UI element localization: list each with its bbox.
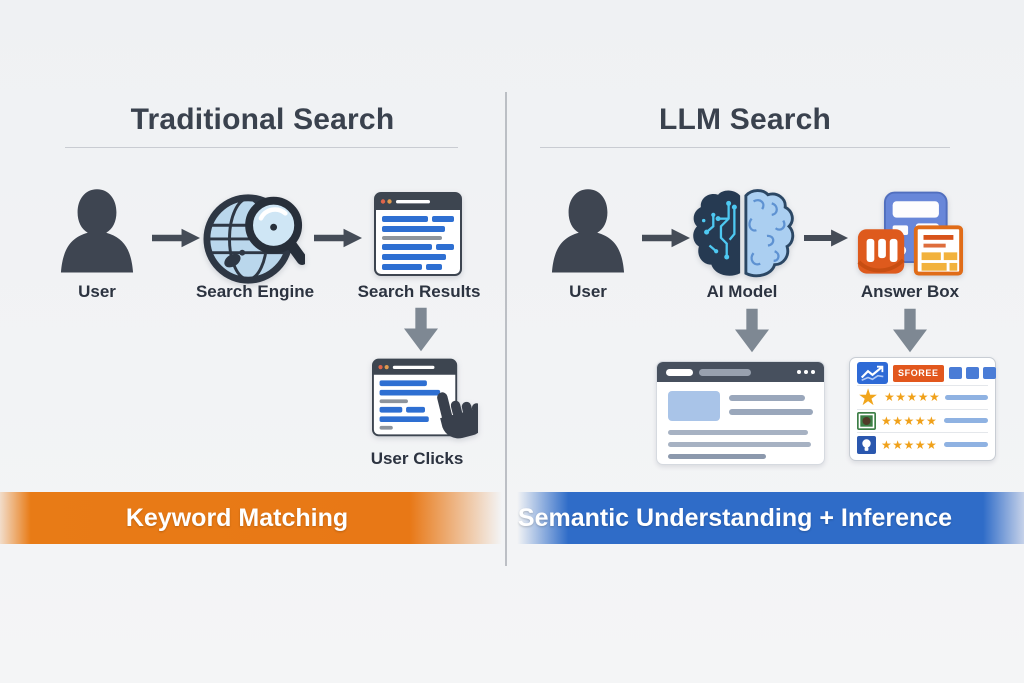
right-title-rule xyxy=(540,147,950,148)
ai-model-label: AI Model xyxy=(706,282,778,301)
ai-result-browser-card xyxy=(656,361,825,465)
user-label: User xyxy=(78,282,116,301)
blue-tiles xyxy=(948,367,996,380)
url-pill xyxy=(666,368,693,376)
answer-box-label: Answer Box xyxy=(860,282,960,301)
arrow-down-icon xyxy=(735,308,769,358)
left-panel-title: Traditional Search xyxy=(130,103,395,136)
searchbar-pill xyxy=(699,368,751,376)
text-line xyxy=(668,454,766,459)
text-line xyxy=(729,409,813,415)
right-panel-title: LLM Search xyxy=(658,103,832,136)
user-icon xyxy=(60,187,134,278)
search-results-browser-icon xyxy=(374,192,462,281)
arrow-right-icon xyxy=(314,227,362,254)
text-line xyxy=(729,395,805,401)
search-engine-globe-icon xyxy=(203,186,308,293)
keyword-matching-banner-label: Keyword Matching xyxy=(125,503,349,532)
rating-row: ★★★★★ xyxy=(857,433,988,456)
chart-icon xyxy=(857,362,888,385)
search-results-label: Search Results xyxy=(357,282,481,301)
hand-cursor-icon xyxy=(437,392,485,439)
center-divider xyxy=(505,92,507,566)
rating-text-line xyxy=(945,394,988,400)
row-separator xyxy=(857,384,988,386)
star-rating: ★★★★★ xyxy=(884,390,941,405)
arrow-right-icon xyxy=(642,227,690,254)
star-rating: ★★★★★ xyxy=(881,413,938,428)
text-line xyxy=(668,442,811,447)
user-label-right: User xyxy=(569,282,607,301)
rating-text-line xyxy=(944,418,988,424)
semantic-banner-label: Semantic Understanding + Inference xyxy=(517,503,953,532)
menu-dots-icon xyxy=(797,370,815,374)
arrow-right-icon xyxy=(152,227,200,254)
answer-ratings-card: SFOREE ★ ★★★★★ ★★★★★ xyxy=(849,357,996,461)
arrow-right-icon xyxy=(804,227,848,254)
answer-box-icon xyxy=(856,190,964,285)
search-engine-label: Search Engine xyxy=(195,282,315,301)
stamp-icon xyxy=(857,411,876,430)
store-badge: SFOREE xyxy=(893,364,944,382)
star-icon: ★ xyxy=(857,384,879,411)
row-separator xyxy=(857,432,988,434)
text-line xyxy=(668,430,808,435)
row-separator xyxy=(857,408,988,410)
lightbulb-icon xyxy=(857,435,876,454)
shopping-basket-icon xyxy=(857,229,905,274)
product-card-icon xyxy=(913,225,964,276)
rating-row: ★ ★★★★★ xyxy=(857,386,988,409)
ai-brain-icon xyxy=(690,188,796,285)
arrow-down-icon xyxy=(404,307,438,357)
answer-card-header-row: SFOREE xyxy=(857,362,996,385)
browser-body xyxy=(657,382,824,464)
rating-text-line xyxy=(944,442,988,448)
left-title-rule xyxy=(65,147,458,148)
star-rating: ★★★★★ xyxy=(881,437,938,452)
browser-header xyxy=(657,362,824,382)
user-clicks-browser-icon xyxy=(372,358,485,457)
keyword-matching-banner: Keyword Matching xyxy=(0,492,512,544)
semantic-banner: Semantic Understanding + Inference xyxy=(512,492,1024,544)
user-icon xyxy=(551,187,625,278)
user-clicks-label: User Clicks xyxy=(370,449,464,468)
rating-row: ★★★★★ xyxy=(857,410,988,433)
image-placeholder xyxy=(668,391,720,421)
arrow-down-icon xyxy=(893,308,927,358)
